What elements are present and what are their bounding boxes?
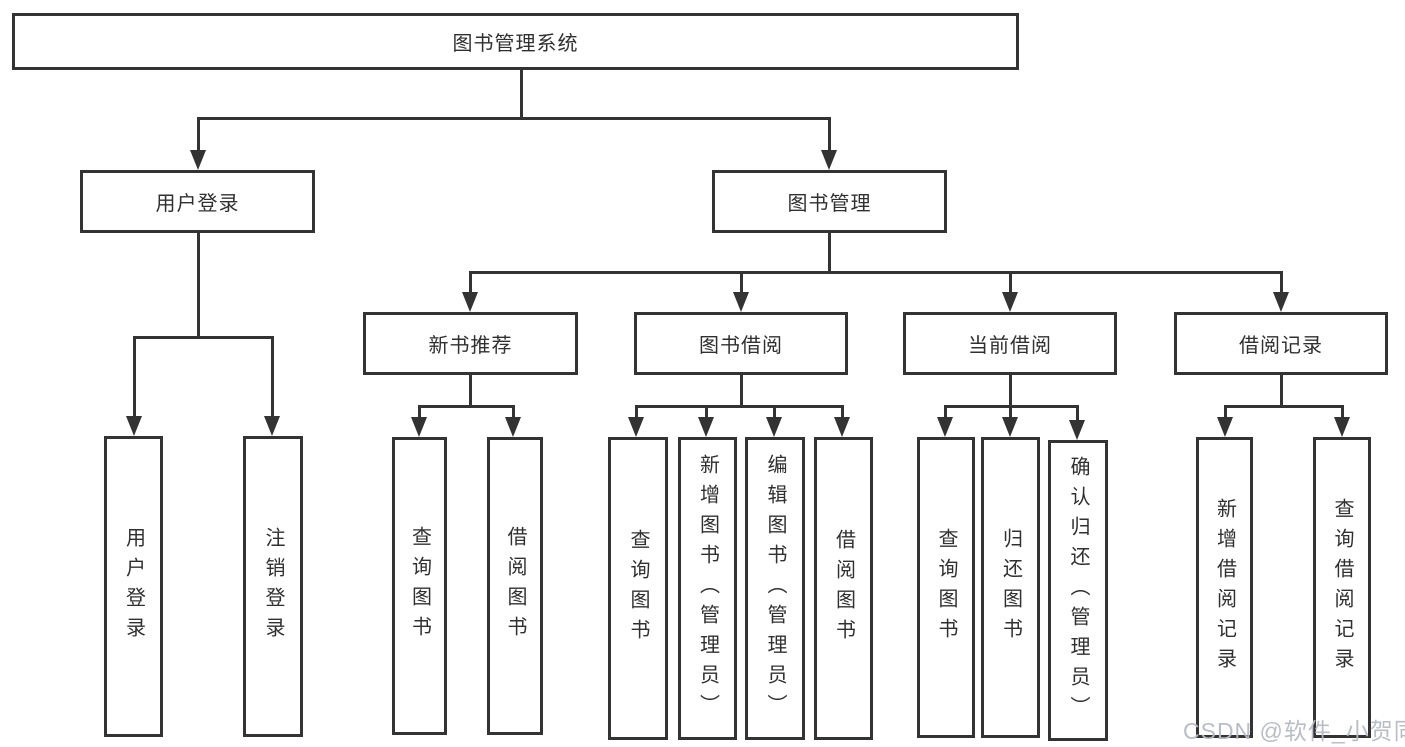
connector: [1009, 375, 1012, 407]
connector: [1224, 405, 1227, 421]
connector: [635, 405, 638, 421]
connector: [197, 117, 200, 155]
leaf-borrow-books-recommend: 借阅图书: [487, 437, 543, 735]
arrowhead-down-icon: [628, 417, 644, 437]
connector: [944, 405, 947, 421]
node-user-login: 用户登录: [80, 170, 315, 233]
arrowhead-down-icon: [264, 416, 280, 436]
connector: [740, 271, 743, 296]
connector: [133, 336, 136, 420]
connector: [705, 405, 708, 421]
leaf-return-books: 归还图书: [981, 437, 1040, 738]
arrowhead-down-icon: [462, 292, 478, 312]
arrowhead-down-icon: [1069, 420, 1085, 440]
leaf-borrow-books: 借阅图书: [814, 437, 873, 740]
arrowhead-down-icon: [834, 417, 850, 437]
connector: [197, 117, 831, 120]
node-root: 图书管理系统: [12, 13, 1019, 70]
connector: [469, 375, 472, 407]
connector: [740, 375, 743, 407]
leaf-query-books-borrowing: 查询图书: [608, 437, 668, 740]
leaf-add-borrow-record: 新增借阅记录: [1196, 437, 1253, 738]
arrowhead-down-icon: [821, 150, 837, 170]
connector: [1076, 405, 1079, 421]
connector: [197, 233, 200, 338]
arrowhead-down-icon: [766, 417, 782, 437]
connector: [1280, 375, 1283, 407]
arrowhead-down-icon: [698, 417, 714, 437]
arrowhead-down-icon: [190, 150, 206, 170]
connector: [418, 405, 421, 421]
connector: [271, 336, 274, 420]
arrowhead-down-icon: [1002, 292, 1018, 312]
arrowhead-down-icon: [1217, 417, 1233, 437]
connector: [469, 271, 472, 296]
arrowhead-down-icon: [1334, 417, 1350, 437]
connector: [828, 117, 831, 155]
connector: [469, 271, 1283, 274]
leaf-query-books-recommend: 查询图书: [392, 437, 447, 735]
connector: [1009, 405, 1012, 421]
arrowhead-down-icon: [1002, 417, 1018, 437]
node-book-management: 图书管理: [712, 170, 947, 233]
leaf-logout: 注销登录: [243, 436, 303, 737]
leaf-confirm-return-admin: 确认归还（管理员）: [1048, 440, 1108, 741]
arrowhead-down-icon: [937, 417, 953, 437]
node-new-book-recommend: 新书推荐: [363, 312, 578, 375]
connector: [636, 405, 844, 408]
arrowhead-down-icon: [411, 417, 427, 437]
arrowhead-down-icon: [505, 417, 521, 437]
connector: [773, 405, 776, 421]
connector: [1009, 271, 1012, 296]
connector: [1341, 405, 1344, 421]
connector: [520, 70, 523, 120]
connector: [841, 405, 844, 421]
connector: [1280, 271, 1283, 296]
connector: [828, 233, 831, 273]
arrowhead-down-icon: [733, 292, 749, 312]
csdn-watermark: CSDN @软件_小贺同学: [1183, 718, 1405, 744]
leaf-user-login: 用户登录: [104, 436, 163, 737]
arrowhead-down-icon: [1273, 292, 1289, 312]
leaf-add-books-admin: 新增图书（管理员）: [678, 437, 737, 740]
arrowhead-down-icon: [126, 416, 142, 436]
node-borrowing-records: 借阅记录: [1174, 312, 1388, 375]
connector: [133, 336, 274, 339]
node-current-borrowing: 当前借阅: [903, 312, 1117, 375]
leaf-query-borrow-record: 查询借阅记录: [1313, 437, 1371, 738]
leaf-query-books-current: 查询图书: [917, 437, 975, 738]
connector: [418, 405, 515, 408]
node-book-borrowing: 图书借阅: [634, 312, 848, 375]
connector: [512, 405, 515, 421]
connector: [1224, 405, 1344, 408]
leaf-edit-books-admin: 编辑图书（管理员）: [745, 437, 805, 740]
